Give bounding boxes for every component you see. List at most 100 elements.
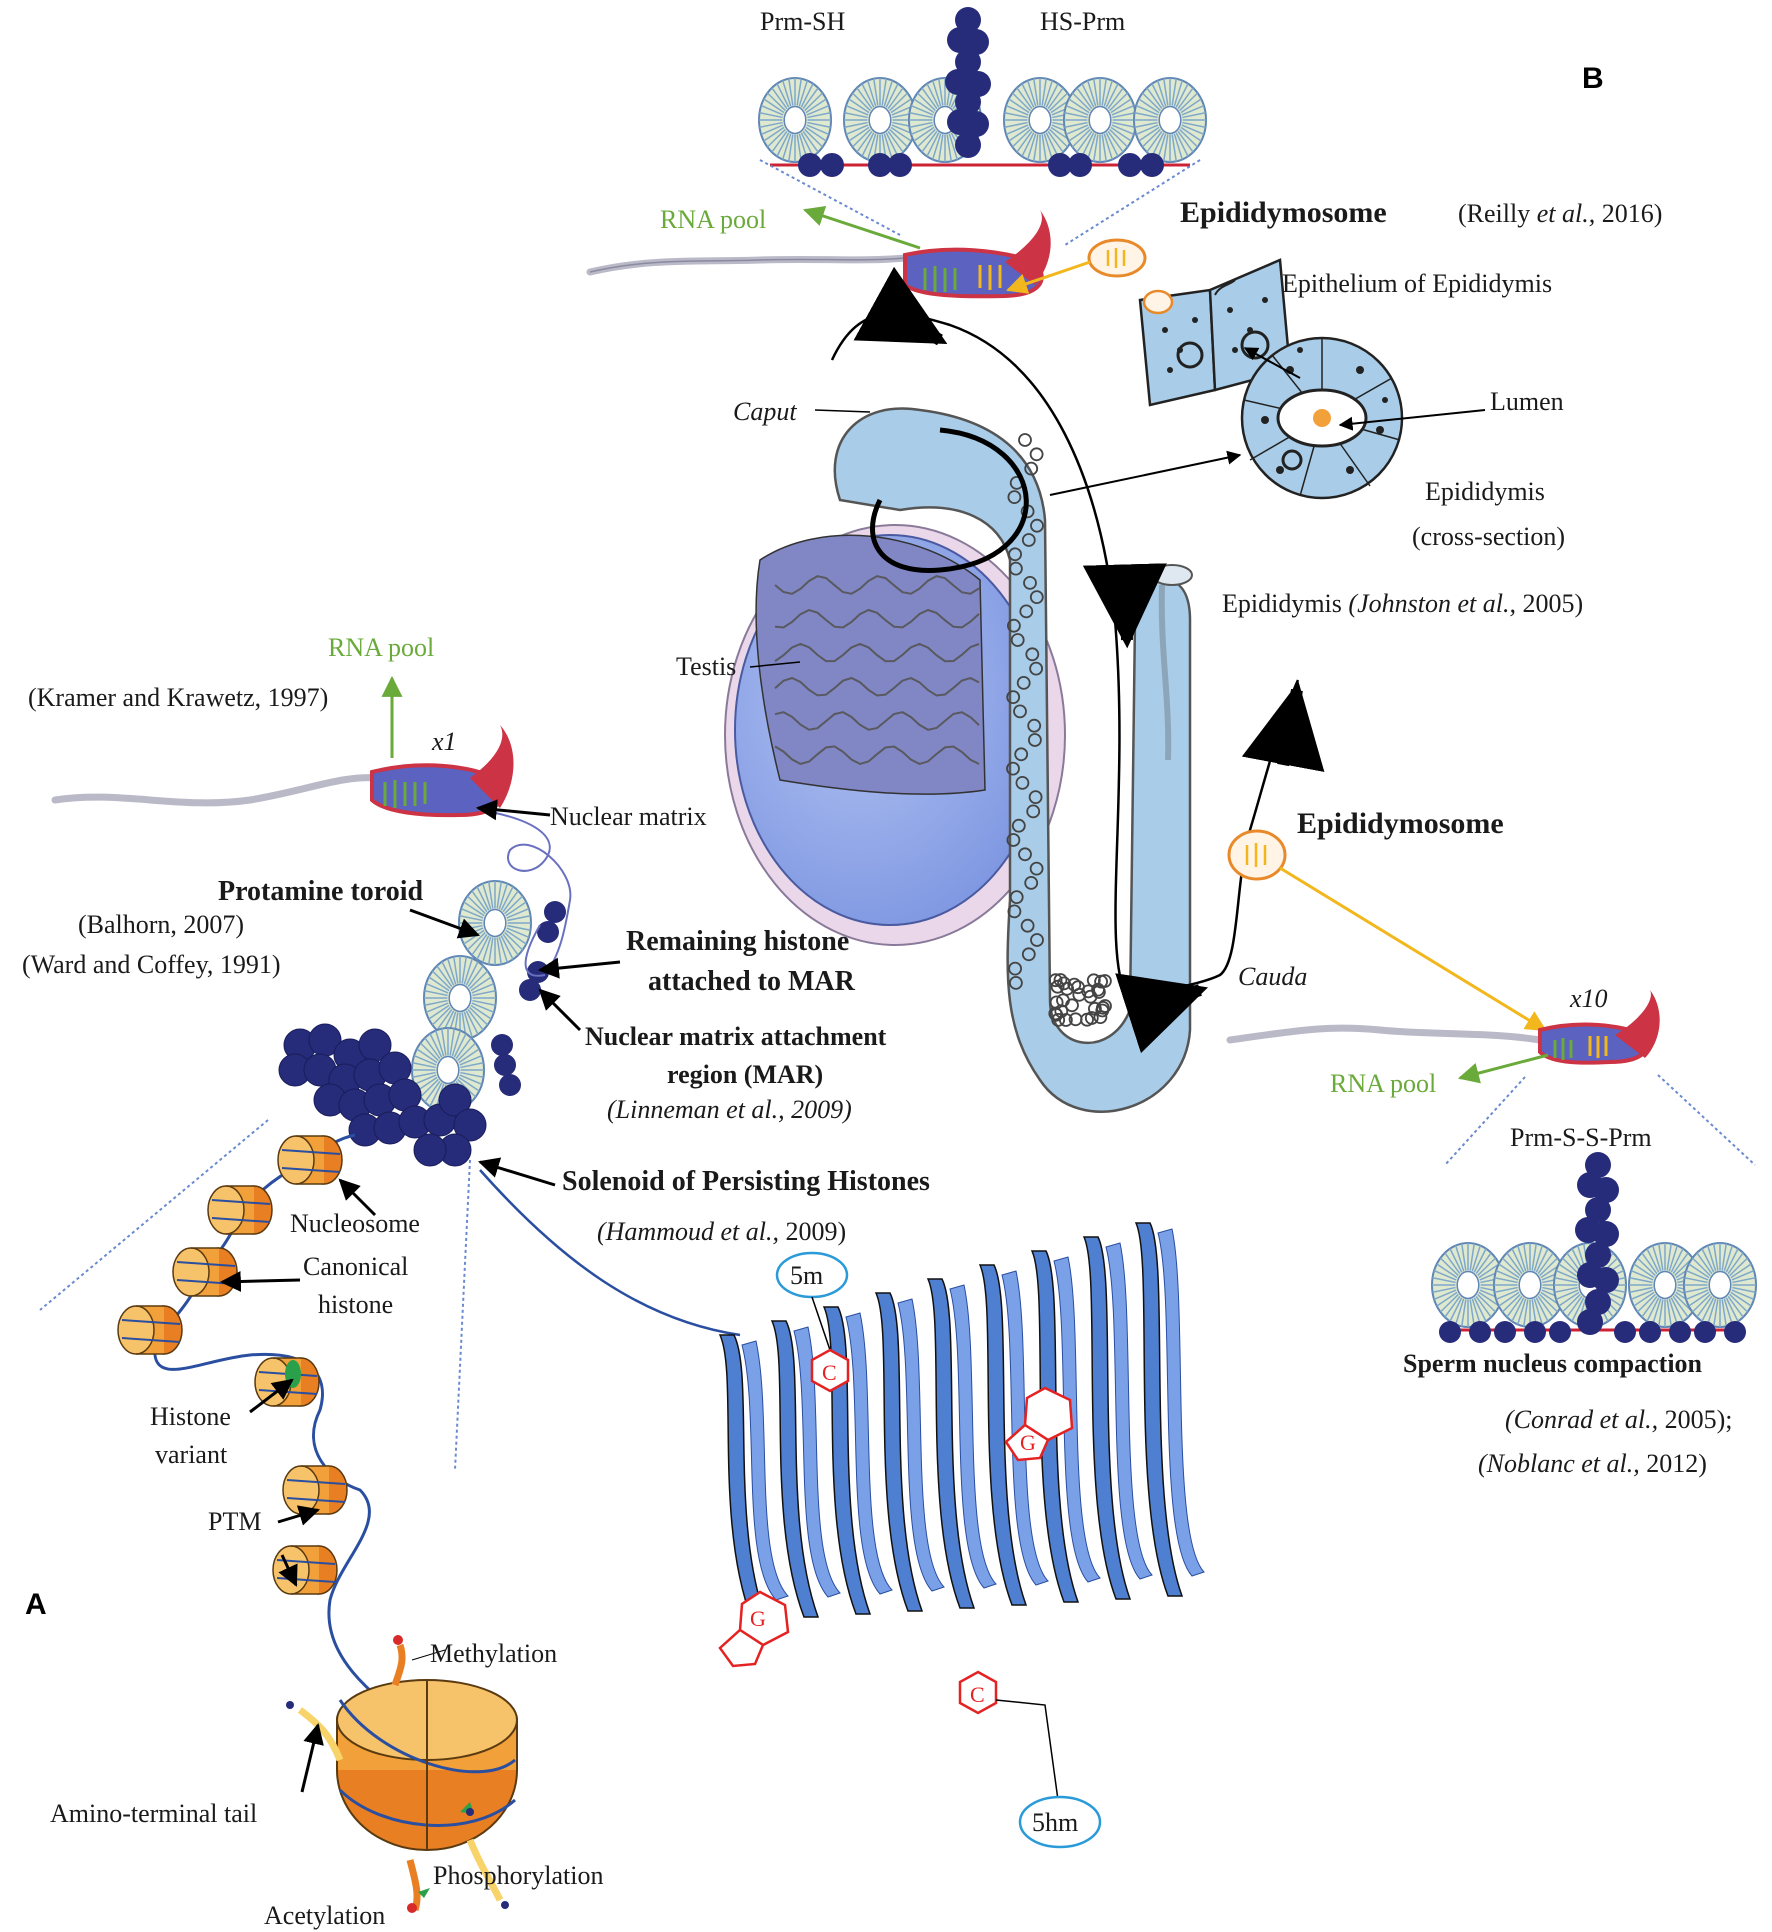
guanine-bottom: G xyxy=(718,1590,790,1668)
svg-text:C: C xyxy=(822,1360,837,1385)
left-toroid-chain xyxy=(411,880,566,1113)
epididymis-cross-section xyxy=(1240,336,1404,500)
balhorn-citation: (Balhorn, 2007) xyxy=(78,910,244,939)
bottom-right-protamine-cluster xyxy=(1431,1152,1757,1343)
protamine-toroid-arrow xyxy=(409,908,480,939)
compaction-label: Sperm nucleus compaction xyxy=(1403,1349,1703,1378)
solenoid-label: Solenoid of Persisting Histones xyxy=(562,1166,930,1197)
histone-variant-arrow xyxy=(249,1378,294,1414)
protamine-toroid xyxy=(1628,1242,1702,1328)
remaining-histone-label-1: Remaining histone xyxy=(626,926,849,957)
epididymis-label: Epididymis (Johnston et al., 2005) xyxy=(1222,589,1583,618)
nucleosome-arrow xyxy=(338,1178,377,1217)
nucleosome xyxy=(282,1465,348,1515)
5hm-mark xyxy=(1018,1795,1102,1849)
rna-pool-right-arrow xyxy=(1457,1053,1549,1084)
cytosine-bottom: C xyxy=(958,1670,998,1715)
top-protamine-stack xyxy=(798,7,1164,177)
canonical-histone-arrow xyxy=(219,1271,301,1293)
panel-a-label: A xyxy=(25,1588,47,1621)
protamine-toroid xyxy=(1063,77,1137,163)
nucleosome xyxy=(277,1135,343,1185)
caput-leader xyxy=(814,409,871,413)
protamine-toroid xyxy=(1133,77,1207,163)
reilly-citation: (Reilly et al., 2016) xyxy=(1458,199,1662,228)
5hm-leader xyxy=(995,1699,1059,1801)
lumen-label: Lumen xyxy=(1490,387,1564,416)
cross-section-arrow xyxy=(1049,450,1242,496)
acetylation-label: Acetylation xyxy=(264,1901,385,1930)
protamine-toroid xyxy=(1003,77,1077,163)
rna-pool-top-label: RNA pool xyxy=(660,205,766,234)
protamine-toroid-label: Protamine toroid xyxy=(218,876,423,907)
nuclear-matrix-arrow xyxy=(475,799,551,821)
linneman-citation: (Linneman et al., 2009) xyxy=(607,1095,852,1124)
protamine-toroid xyxy=(843,77,917,163)
sperm-transit-path xyxy=(830,266,1325,1054)
histone-variant-label-1: Histone xyxy=(150,1402,231,1431)
prm-ss-prm-label: Prm-S-S-Prm xyxy=(1510,1123,1652,1152)
testis-leader xyxy=(749,661,801,668)
phosphorylation-label: Phosphorylation xyxy=(433,1861,603,1890)
protamine-toroid xyxy=(758,77,832,163)
protamine-toroid xyxy=(423,955,497,1041)
nmar-label-1: Nuclear matrix attachment xyxy=(585,1022,887,1051)
ptm-arrow-2 xyxy=(278,1554,298,1587)
bottom-right-sperm xyxy=(1226,990,1660,1065)
5hm-label: 5hm xyxy=(1032,1808,1078,1837)
epithelium-arrow xyxy=(1243,347,1301,379)
nucleosome-label: Nucleosome xyxy=(290,1209,420,1238)
histone-variant-label-2: variant xyxy=(155,1440,228,1469)
panel-b-label: B xyxy=(1582,62,1604,95)
caput-section-arc xyxy=(870,427,1029,573)
epididymosome-top-label: Epididymosome xyxy=(1180,196,1387,229)
protamine-toroid xyxy=(458,880,532,966)
noblanc-citation: (Noblanc et al., 2012) xyxy=(1478,1449,1707,1478)
hammoud-citation: (Hammoud et al., 2009) xyxy=(597,1217,846,1246)
dna-tether xyxy=(479,1169,741,1337)
nucleosome xyxy=(117,1305,183,1355)
nmar-label-2: region (MAR) xyxy=(667,1060,823,1089)
ptm-label: PTM xyxy=(208,1507,261,1536)
5m-label: 5m xyxy=(790,1261,823,1290)
svg-text:G: G xyxy=(1020,1430,1036,1455)
protamine-toroid xyxy=(1493,1242,1567,1328)
caput-label: Caput xyxy=(733,397,797,426)
nucleosome xyxy=(172,1247,238,1297)
conrad-citation: (Conrad et al., 2005); xyxy=(1505,1405,1733,1434)
nmar-arrow xyxy=(538,988,582,1032)
remaining-histone-arrow xyxy=(537,957,621,979)
lumen-arrow xyxy=(1338,409,1486,431)
canonical-label-2: histone xyxy=(318,1290,393,1319)
amino-tail-label: Amino-terminal tail xyxy=(50,1799,257,1828)
x1-label: x1 xyxy=(431,727,457,756)
x10-label: x10 xyxy=(1569,984,1608,1013)
cauda-label: Cauda xyxy=(1238,962,1307,991)
histone-solenoid xyxy=(278,1023,487,1167)
ward-citation: (Ward and Coffey, 1991) xyxy=(22,950,281,979)
svg-text:G: G xyxy=(750,1606,766,1631)
large-nucleosome xyxy=(286,1635,518,1913)
rna-pool-top-arrow xyxy=(803,205,921,250)
epididymis-cs-label-1: Epididymis xyxy=(1425,477,1545,506)
cytosine-top: C xyxy=(810,1348,850,1393)
canonical-label-1: Canonical xyxy=(303,1252,408,1281)
nucleosome xyxy=(207,1185,273,1235)
rna-pool-left-label: RNA pool xyxy=(328,633,434,662)
remaining-histone-label-2: attached to MAR xyxy=(648,966,856,997)
top-protamine-cluster xyxy=(758,7,1207,246)
nucleosome-chain xyxy=(117,1135,348,1595)
nuclear-matrix-label: Nuclear matrix xyxy=(550,802,707,831)
protamine-toroid xyxy=(1431,1242,1505,1328)
protamine-toroid xyxy=(1683,1242,1757,1328)
svg-text:C: C xyxy=(970,1682,985,1707)
testis-label: Testis xyxy=(676,652,736,681)
rna-pool-right-label: RNA pool xyxy=(1330,1069,1436,1098)
ptm-arrow-1 xyxy=(277,1505,321,1526)
top-toroid-row xyxy=(758,77,1207,163)
epididymosome-mid-arrow xyxy=(1279,866,1547,1032)
hs-prm-label: HS-Prm xyxy=(1040,7,1125,36)
methylation-leader xyxy=(411,1649,446,1661)
left-sperm xyxy=(51,725,572,976)
